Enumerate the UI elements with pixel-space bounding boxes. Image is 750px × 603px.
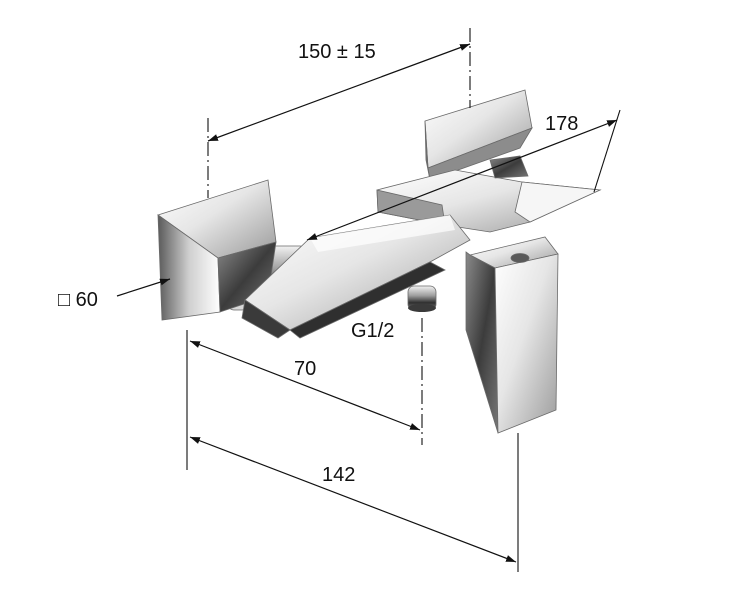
dim-line-inlet-spacing xyxy=(207,43,471,142)
dim-line-outlet-offset xyxy=(189,340,421,431)
dimension-lines xyxy=(116,43,618,563)
dim-line-overall-width xyxy=(189,436,517,563)
label-overall-depth: 178 xyxy=(545,113,578,135)
label-outlet-thread: G1/2 xyxy=(351,320,394,342)
dim-leader-square xyxy=(116,278,171,297)
label-inlet-spacing: 150 ± 15 xyxy=(298,41,376,63)
dimension-labels: 150 ± 15 178 □ 60 G1/2 70 142 xyxy=(58,41,578,486)
outlet-nozzle xyxy=(407,285,437,312)
depth-extension-line xyxy=(593,109,621,193)
label-square-size: □ 60 xyxy=(58,289,98,311)
shower-mixer-illustration xyxy=(157,89,602,434)
label-overall-width: 142 xyxy=(322,464,355,486)
mixer-body-top xyxy=(376,155,602,233)
lever-cap-screw-icon xyxy=(510,253,530,263)
dim-line-overall-depth xyxy=(306,119,618,241)
lever-handle xyxy=(465,236,559,434)
label-outlet-offset: 70 xyxy=(294,358,316,380)
